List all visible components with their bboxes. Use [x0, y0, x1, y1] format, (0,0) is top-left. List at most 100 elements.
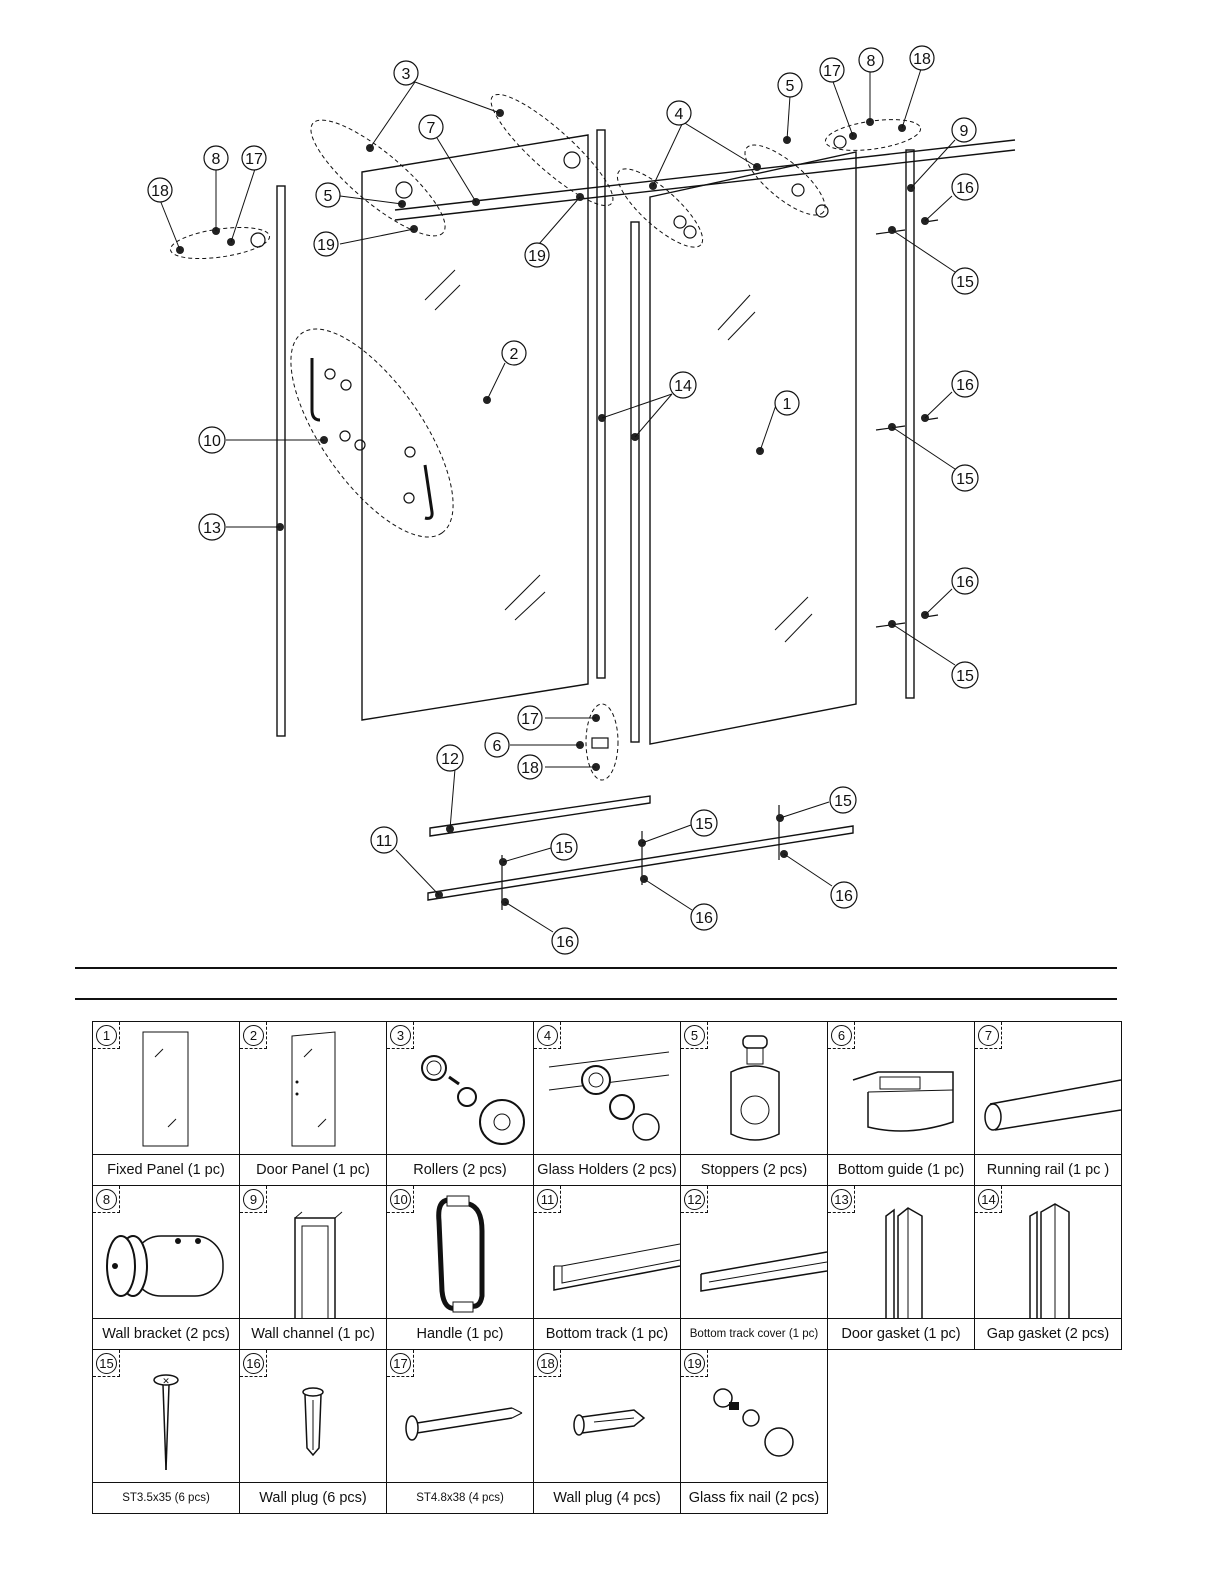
callout-11: 11 — [370, 826, 398, 854]
svg-text:16: 16 — [956, 180, 974, 197]
door-gasket-icon — [885, 1207, 923, 1318]
svg-text:16: 16 — [956, 377, 974, 394]
svg-text:6: 6 — [493, 738, 502, 755]
callout-3: 3 — [393, 60, 419, 86]
callout-9: 9 — [951, 117, 977, 143]
wall-channel-shape — [905, 149, 915, 699]
callout-19a: 19 — [524, 242, 550, 268]
callout-12: 12 — [436, 744, 464, 772]
part-label-3: Rollers (2 pcs) — [386, 1154, 534, 1186]
wall-plug-small-icon — [573, 1409, 646, 1436]
callout-15c: 15 — [951, 661, 979, 689]
running-rail-icon — [984, 1079, 1121, 1131]
svg-text:15: 15 — [956, 668, 974, 685]
exploded-assembly-diagram: 1 2 3 4 5 5 6 7 8 8 9 10 11 12 13 14 15 … — [147, 45, 1016, 955]
callout-5a: 5 — [777, 72, 803, 98]
svg-text:18: 18 — [913, 51, 931, 68]
bottom-track-icon — [553, 1243, 680, 1291]
wall-plug-icon — [302, 1387, 324, 1457]
part-label-6: Bottom guide (1 pc) — [827, 1154, 975, 1186]
bottom-guide-icon — [852, 1071, 954, 1132]
handle-icon — [436, 1195, 485, 1313]
gap-gasket-shape — [596, 129, 606, 679]
part-label-4: Glass Holders (2 pcs) — [533, 1154, 681, 1186]
door-panel-shape — [361, 134, 589, 721]
part-label-5: Stoppers (2 pcs) — [680, 1154, 828, 1186]
svg-text:15: 15 — [956, 274, 974, 291]
part-cell-6: 6 — [827, 1021, 975, 1155]
part-cell-10: 10 — [386, 1185, 534, 1319]
empty-cell — [828, 1350, 975, 1483]
callout-15e: 15 — [690, 809, 718, 837]
svg-text:5: 5 — [786, 78, 795, 95]
svg-text:16: 16 — [835, 888, 853, 905]
part-label-10: Handle (1 pc) — [386, 1318, 534, 1350]
part-label-15: ST3.5x35 (6 pcs) — [92, 1482, 240, 1514]
parts-list-table: 1 2 3 4 5 6 7 Fixed Panel (1 pc) Door Pa… — [92, 1021, 1122, 1514]
callout-10: 10 — [198, 426, 226, 454]
callout-18a: 18 — [147, 177, 173, 203]
part-label-14: Gap gasket (2 pcs) — [974, 1318, 1122, 1350]
svg-text:8: 8 — [867, 53, 876, 70]
door-gasket-shape — [276, 185, 286, 737]
bottom-track-cover-icon — [700, 1251, 827, 1292]
part-cell-15: 15 ✕ — [92, 1349, 240, 1483]
part-label-7: Running rail (1 pc ) — [974, 1154, 1122, 1186]
part-label-8: Wall bracket (2 pcs) — [92, 1318, 240, 1350]
svg-text:15: 15 — [555, 840, 573, 857]
callout-7: 7 — [418, 114, 444, 140]
svg-text:10: 10 — [203, 433, 221, 450]
svg-text:15: 15 — [695, 816, 713, 833]
callout-16d: 16 — [551, 927, 579, 955]
svg-text:15: 15 — [834, 793, 852, 810]
svg-text:11: 11 — [376, 833, 393, 850]
gap-gasket-shape-2 — [630, 221, 640, 743]
divider-line-bottom — [75, 998, 1117, 1000]
svg-text:18: 18 — [521, 760, 539, 777]
callout-15f: 15 — [829, 786, 857, 814]
callout-1: 1 — [774, 390, 800, 416]
divider-line-top — [75, 967, 1117, 969]
svg-text:2: 2 — [510, 346, 519, 363]
svg-text:14: 14 — [674, 378, 692, 395]
fixed-panel-icon — [142, 1031, 189, 1147]
screw-icon: ✕ — [153, 1374, 179, 1471]
svg-text:17: 17 — [521, 711, 539, 728]
svg-text:12: 12 — [441, 751, 459, 768]
door-panel-icon — [291, 1031, 336, 1147]
part-label-11: Bottom track (1 pc) — [533, 1318, 681, 1350]
callout-17c: 17 — [517, 705, 543, 731]
part-cell-1: 1 — [92, 1021, 240, 1155]
part-label-16: Wall plug (6 pcs) — [239, 1482, 387, 1514]
callout-14: 14 — [669, 371, 697, 399]
svg-text:19: 19 — [317, 237, 335, 254]
callout-8b: 8 — [858, 47, 884, 73]
part-label-1: Fixed Panel (1 pc) — [92, 1154, 240, 1186]
svg-text:1: 1 — [783, 396, 792, 413]
part-label-12: Bottom track cover (1 pc) — [680, 1318, 828, 1350]
part-cell-14: 14 — [974, 1185, 1122, 1319]
part-label-2: Door Panel (1 pc) — [239, 1154, 387, 1186]
svg-text:16: 16 — [695, 910, 713, 927]
fixed-panel-shape — [649, 151, 857, 745]
callout-5b: 5 — [315, 182, 341, 208]
part-cell-9: 9 — [239, 1185, 387, 1319]
callout-16e: 16 — [690, 903, 718, 931]
callout-19b: 19 — [313, 231, 339, 257]
part-cell-5: 5 — [680, 1021, 828, 1155]
svg-text:15: 15 — [956, 471, 974, 488]
callout-18b: 18 — [909, 45, 935, 71]
callout-16b: 16 — [951, 370, 979, 398]
callout-16f: 16 — [830, 881, 858, 909]
long-screw-icon — [405, 1407, 523, 1441]
stopper-icon — [730, 1035, 780, 1141]
svg-text:13: 13 — [203, 520, 221, 537]
svg-text:17: 17 — [245, 151, 263, 168]
part-cell-16: 16 — [239, 1349, 387, 1483]
part-cell-11: 11 — [533, 1185, 681, 1319]
callout-4: 4 — [666, 100, 692, 126]
svg-text:17: 17 — [823, 63, 841, 80]
gap-gasket-icon — [1029, 1203, 1070, 1318]
callout-17a: 17 — [241, 145, 267, 171]
part-cell-3: 3 — [386, 1021, 534, 1155]
